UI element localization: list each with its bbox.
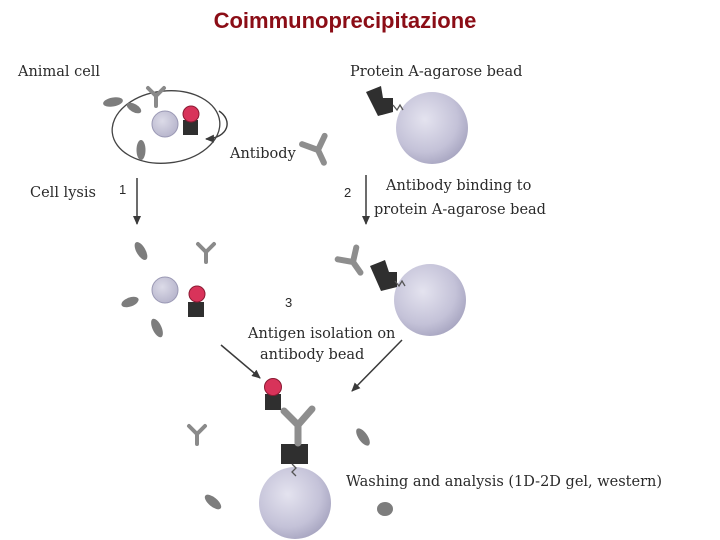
immunocomplex [259, 378, 331, 539]
protein-blob [356, 428, 370, 446]
protein-blob [134, 242, 148, 260]
label-washing-analysis: Washing and analysis (1D-2D gel, western… [346, 474, 662, 490]
protein-blob [136, 140, 146, 160]
animal-cell [103, 86, 221, 164]
antigen [188, 285, 206, 303]
protein-a [366, 86, 393, 116]
antibody-bound [280, 405, 316, 447]
agarose-bead [259, 467, 331, 539]
protein-trimer [187, 424, 207, 446]
arrow-antibody-pointer [205, 110, 228, 143]
label-cell-lysis: Cell lysis [30, 185, 96, 201]
protein-a [370, 260, 397, 291]
linker [392, 103, 404, 112]
protein-a [281, 444, 308, 464]
antibody-free [299, 132, 328, 166]
agarose-bead [394, 264, 466, 336]
protein-blob [151, 318, 163, 338]
bait-protein [265, 394, 281, 410]
antibody-bound [334, 244, 364, 276]
label-isolation-line2: antibody bead [260, 347, 364, 363]
protein-a-bead-top [366, 86, 468, 164]
protein-trimer [146, 86, 166, 108]
label-protein-a-bead: Protein A-agarose bead [350, 64, 522, 80]
label-step-2: 2 [344, 185, 351, 200]
label-antibody: Antibody [229, 146, 297, 162]
lysate [121, 242, 216, 338]
slide-title: Coimmunoprecipitazione [213, 8, 477, 33]
label-animal-cell: Animal cell [17, 64, 100, 80]
linker [394, 279, 406, 288]
protein-blob [377, 502, 393, 516]
antigen [264, 378, 282, 396]
bait-protein [188, 302, 204, 317]
linker [291, 463, 297, 477]
arrow-bead-to-complex [351, 339, 403, 392]
label-step-3: 3 [285, 295, 292, 310]
label-step-1: 1 [119, 182, 126, 197]
label-isolation-line1: Antigen isolation on [247, 326, 395, 342]
cell-nucleus [151, 110, 179, 138]
antibody-bead-middle [334, 244, 466, 336]
label-binding-line2: protein A-agarose bead [374, 202, 546, 218]
nucleus [151, 276, 179, 304]
arrow-lysate-to-bead [220, 344, 261, 379]
label-binding-line1: Antibody binding to [385, 178, 531, 194]
protein-trimer [196, 242, 216, 264]
protein-blob [126, 102, 142, 114]
agarose-bead [396, 92, 468, 164]
cell-bait-protein [183, 120, 198, 135]
cell-antigen [182, 105, 200, 123]
protein-blob [204, 494, 222, 510]
protein-blob [103, 97, 123, 107]
protein-blob [121, 296, 139, 308]
